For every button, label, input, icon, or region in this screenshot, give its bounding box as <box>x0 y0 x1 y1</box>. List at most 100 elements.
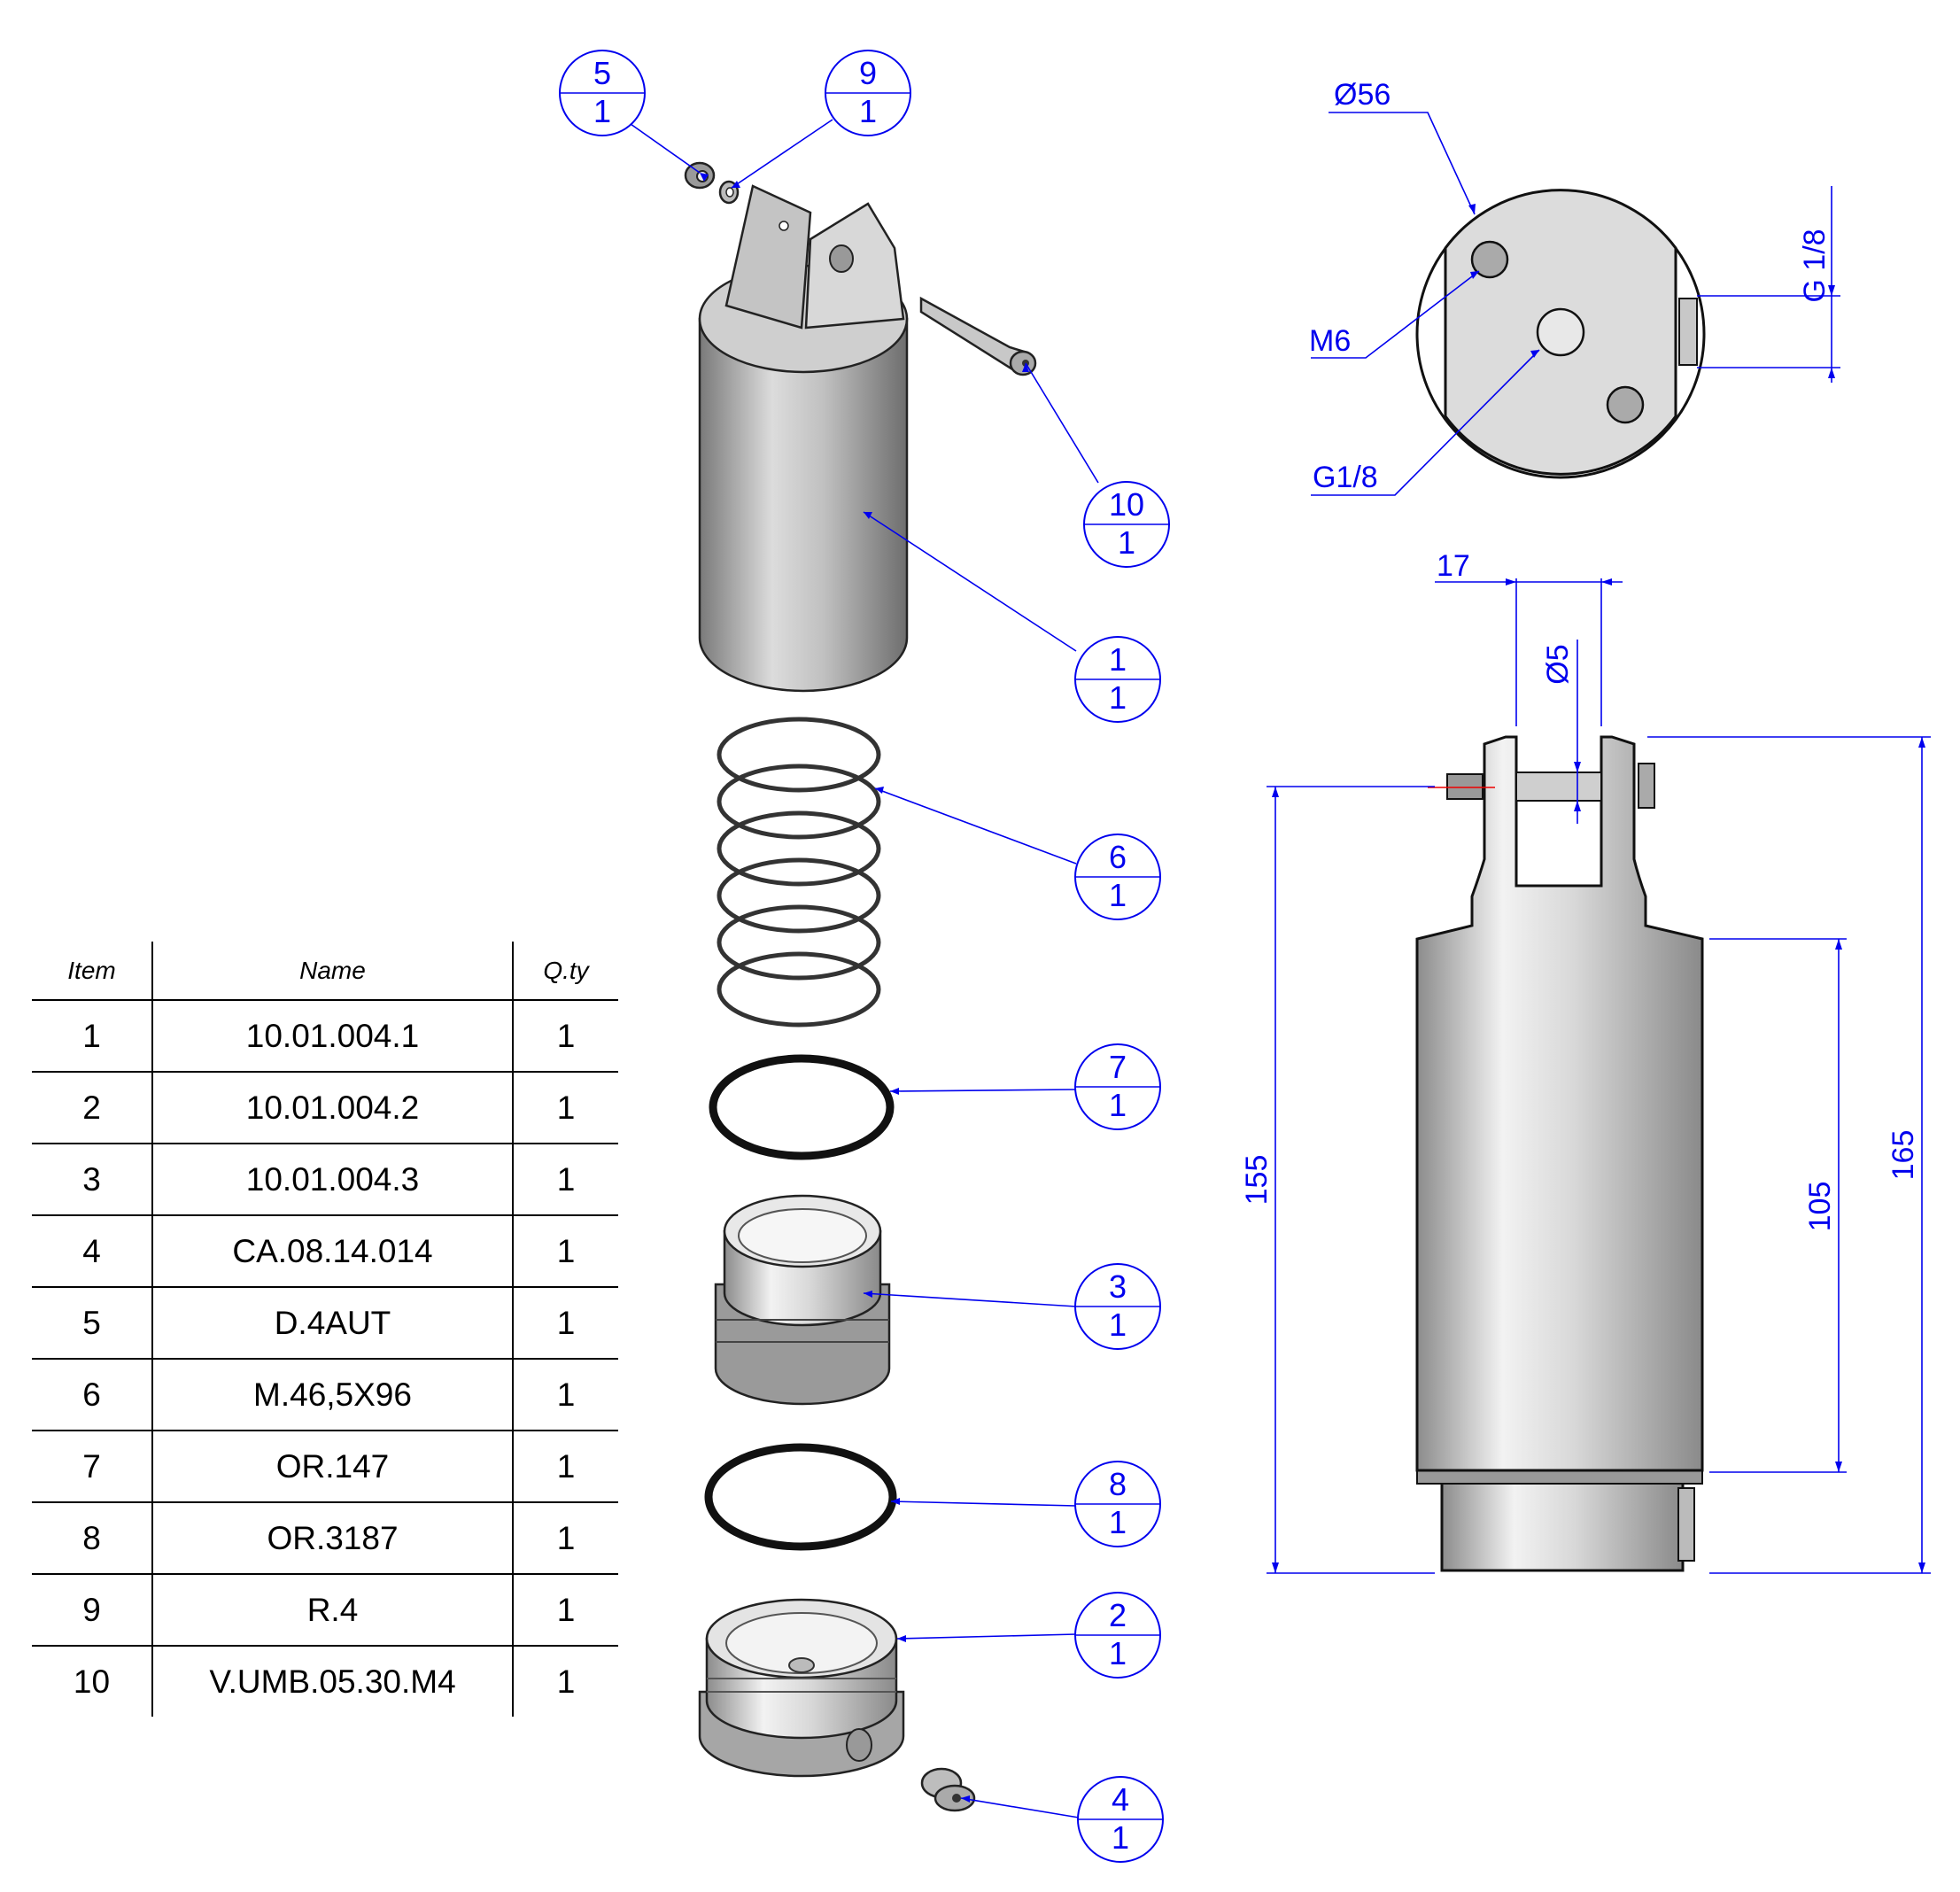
label-105: 105 <box>1803 1182 1837 1232</box>
bom-name: M.46,5X96 <box>152 1359 514 1431</box>
bom-row: 7 OR.147 1 <box>32 1431 618 1503</box>
bom-item: 7 <box>32 1431 153 1503</box>
top-view-arrowheads <box>1468 204 1835 378</box>
balloon-1-qty: 1 <box>1109 679 1127 716</box>
balloon-8-item: 8 <box>1109 1466 1127 1502</box>
balloon-1-item: 1 <box>1109 641 1127 678</box>
bom-name: 10.01.004.2 <box>152 1072 514 1144</box>
bom-name: 10.01.004.1 <box>152 1000 514 1073</box>
bom-item: 10 <box>32 1646 153 1717</box>
oring-part-8 <box>704 1443 897 1551</box>
screw-part-10 <box>919 296 1037 376</box>
balloon-6-qty: 1 <box>1109 877 1127 913</box>
balloon-4: 4 1 <box>1077 1776 1164 1863</box>
balloon-2-item: 2 <box>1109 1597 1127 1633</box>
balloon-8-qty: 1 <box>1109 1504 1127 1540</box>
balloon-9-qty: 1 <box>859 93 877 129</box>
balloon-8: 8 1 <box>1074 1461 1161 1547</box>
bom-qty: 1 <box>556 1663 576 1700</box>
label-g18-center: G1/8 <box>1313 461 1378 494</box>
bom-qty: 1 <box>513 1287 618 1360</box>
balloon-1: 1 1 <box>1074 636 1161 723</box>
bom-item: 9 <box>32 1574 153 1647</box>
balloon-6-item: 6 <box>1109 839 1127 875</box>
bom-row: 2 10.01.004.2 1 <box>32 1072 618 1144</box>
bom-name: 10.01.004.3 <box>152 1144 514 1216</box>
balloon-5-qty: 1 <box>593 93 611 129</box>
label-g18-side: G 1/8 <box>1798 229 1832 302</box>
balloon-leaders <box>630 119 1099 1818</box>
plug-part-4 <box>920 1767 976 1812</box>
bom-item: 1 <box>32 1000 153 1073</box>
label-155: 155 <box>1240 1155 1274 1206</box>
sleeve-part-3 <box>714 1194 891 1406</box>
bom-row: 10 V.UMB.05.30.M4 1 <box>32 1646 618 1717</box>
bom-table: Item Name Q.ty 1 10.01.004.1 1 2 10.01.0… <box>32 942 618 1717</box>
bom-qty: 1 <box>513 1502 618 1575</box>
label-17: 17 <box>1437 549 1470 583</box>
balloon-10-qty: 1 <box>1118 524 1135 561</box>
balloon-2: 2 1 <box>1074 1592 1161 1679</box>
bom-header-name: Name <box>152 942 514 1001</box>
balloon-3-qty: 1 <box>1109 1307 1127 1343</box>
bom-name: V.UMB.05.30.M4 <box>152 1646 514 1717</box>
top-view <box>1415 189 1706 479</box>
bom-row: 5 D.4AUT 1 <box>32 1287 618 1360</box>
bom-qty: 1 <box>513 1072 618 1144</box>
bom-header-item: Item <box>32 942 153 1001</box>
balloon-2-qty: 1 <box>1109 1635 1127 1671</box>
side-view-arrowheads <box>1272 578 1925 1573</box>
bom-qty: 1 <box>513 1000 618 1073</box>
bom-item: 6 <box>32 1359 153 1431</box>
bom-qty: 1 <box>513 1215 618 1288</box>
bom-row: 9 R.4 1 <box>32 1574 618 1647</box>
bom-row: 8 OR.3187 1 <box>32 1502 618 1575</box>
bom-header-qty: Q.ty <box>513 942 618 1001</box>
bom-qty: 1 <box>513 1144 618 1216</box>
bom-row: 4 CA.08.14.014 1 <box>32 1215 618 1288</box>
balloon-4-qty: 1 <box>1112 1819 1129 1856</box>
oring-part-7 <box>709 1054 895 1160</box>
label-165: 165 <box>1886 1130 1920 1181</box>
side-view-dimension-lines <box>1267 578 1931 1574</box>
bom-item: 8 <box>32 1502 153 1575</box>
balloon-9-item: 9 <box>859 55 877 91</box>
balloon-7-qty: 1 <box>1109 1087 1127 1123</box>
bom-row: 6 M.46,5X96 1 <box>32 1359 618 1431</box>
balloon-3: 3 1 <box>1074 1263 1161 1350</box>
bom-name: R.4 <box>152 1574 514 1647</box>
bom-row: 3 10.01.004.3 1 <box>32 1144 618 1216</box>
bom-item: 5 <box>32 1287 153 1360</box>
balloon-10-item: 10 <box>1109 486 1144 523</box>
label-m6: M6 <box>1309 324 1351 358</box>
bom-header-row: Item Name Q.ty <box>32 942 618 1001</box>
leader-arrowheads <box>700 173 1029 1803</box>
bom-item: 2 <box>32 1072 153 1144</box>
balloon-9: 9 1 <box>825 50 911 136</box>
spring-part-6 <box>717 717 881 1027</box>
bom-name: D.4AUT <box>152 1287 514 1360</box>
base-part-2 <box>698 1598 905 1778</box>
balloon-5-item: 5 <box>593 55 611 91</box>
bom-qty: 1 <box>513 1431 618 1503</box>
bom-name: OR.3187 <box>152 1502 514 1575</box>
bom-row: 1 10.01.004.1 1 <box>32 1000 618 1073</box>
balloon-7-item: 7 <box>1109 1049 1127 1085</box>
balloon-7: 7 1 <box>1074 1043 1161 1130</box>
nut-part-5 <box>684 161 716 190</box>
bom-qty: 1 <box>513 1574 618 1647</box>
balloon-5: 5 1 <box>559 50 646 136</box>
bom-item: 3 <box>32 1144 153 1216</box>
balloon-3-item: 3 <box>1109 1268 1127 1305</box>
bom-qty: 1 <box>513 1359 618 1431</box>
balloon-4-item: 4 <box>1112 1781 1129 1818</box>
label-dia5: Ø5 <box>1541 644 1575 684</box>
bom-item: 4 <box>32 1215 153 1288</box>
top-view-dimension-lines <box>1311 112 1840 496</box>
bom-name: CA.08.14.014 <box>152 1215 514 1288</box>
side-view <box>1415 735 1704 1572</box>
balloon-6: 6 1 <box>1074 834 1161 920</box>
body-part-1 <box>698 184 909 693</box>
label-dia56: Ø56 <box>1334 78 1391 112</box>
